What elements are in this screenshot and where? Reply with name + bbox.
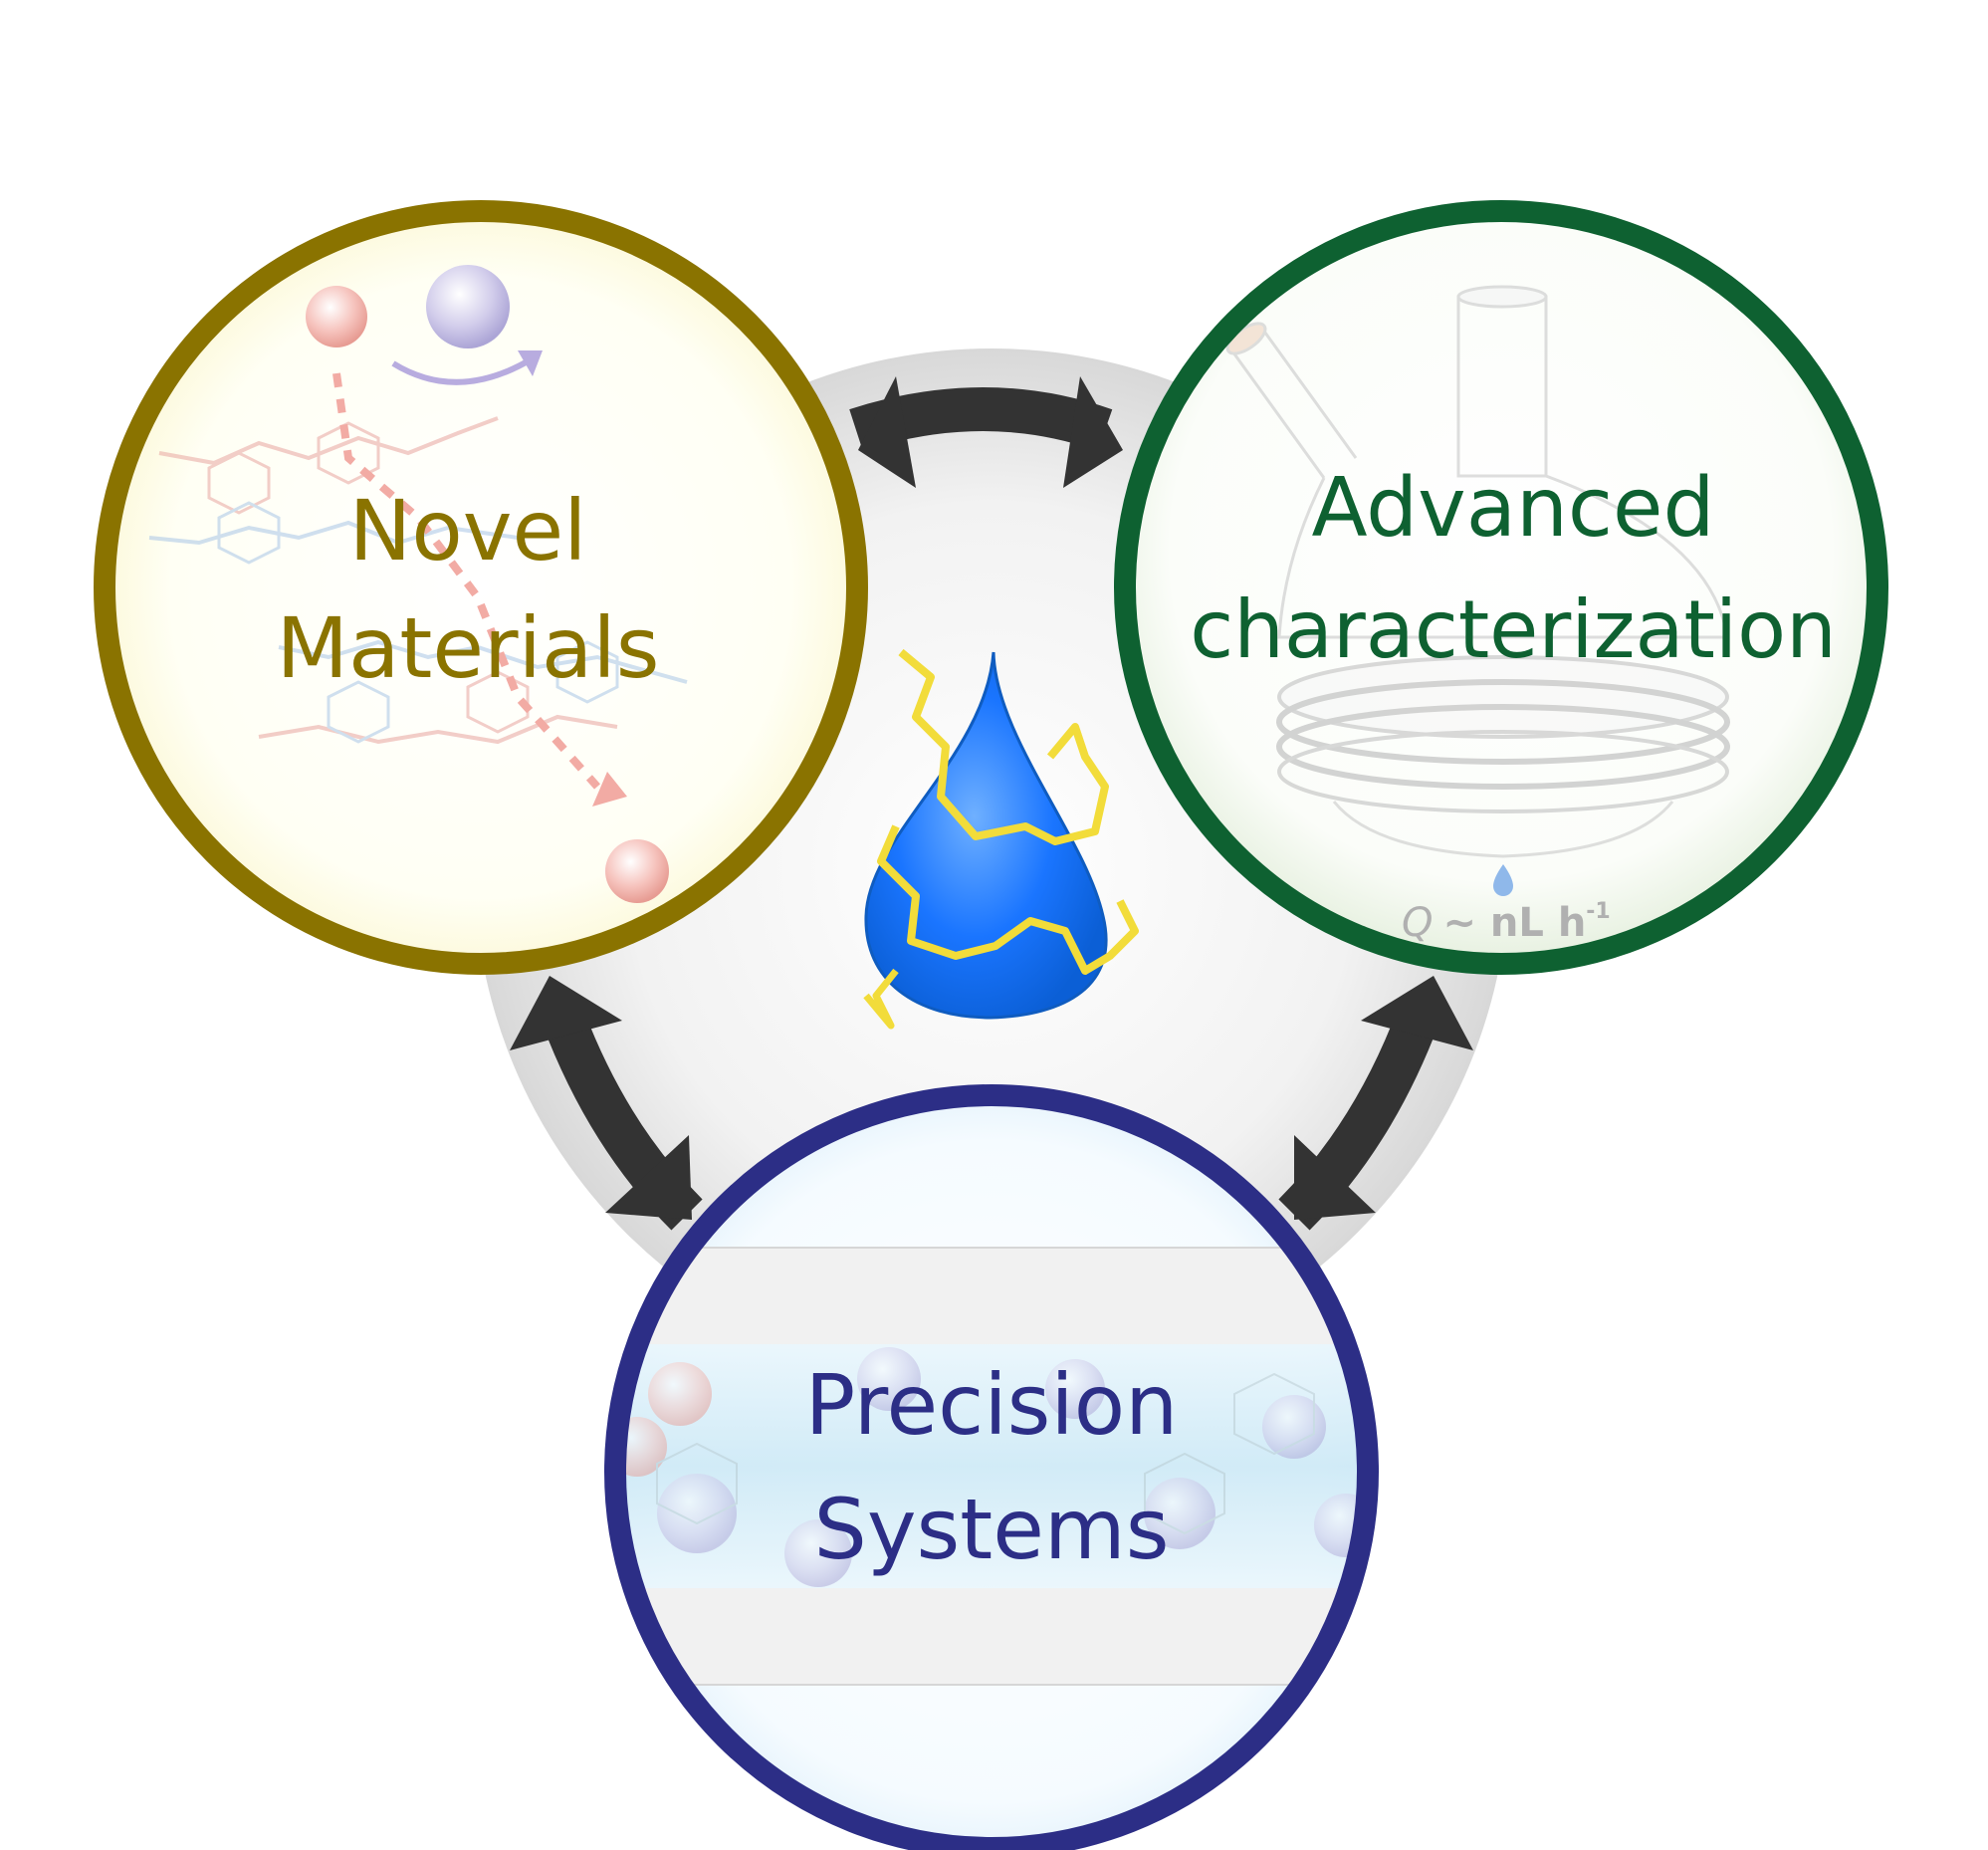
materials-label-line1: Novel <box>349 482 587 579</box>
characterization-label-line1: Advanced <box>1311 461 1714 556</box>
purple-particle <box>426 265 510 348</box>
arrow-materials-systems <box>510 976 703 1231</box>
polymer-chain-3 <box>863 968 899 1030</box>
molecule-illustration <box>148 416 688 745</box>
materials-circle-fill <box>105 211 857 964</box>
swap-arrowhead <box>518 350 543 376</box>
arrow-materials-characterization <box>849 376 1123 488</box>
systems-label-line1: Precision <box>805 1356 1179 1454</box>
pink-particle <box>306 286 367 347</box>
materials-circle-border <box>94 200 868 975</box>
systems-node: Precision Systems <box>604 1084 1379 1850</box>
characterization-circle-border <box>1114 200 1888 975</box>
flow-rate-value: ~ nL h <box>1442 900 1586 946</box>
systems-circle-border <box>604 1084 1379 1850</box>
flow-rate-text: Q~ nL h-1 <box>1402 899 1611 946</box>
materials-node: Novel Materials <box>94 200 868 975</box>
diffusion-arrowhead <box>592 772 627 807</box>
polymer-chain-2 <box>877 824 1139 975</box>
swap-arrow <box>391 355 535 385</box>
center-droplet-group <box>863 648 1139 1030</box>
characterization-label-line2: characterization <box>1190 583 1837 676</box>
systems-label-line2: Systems <box>814 1481 1170 1578</box>
flow-rate-exponent: -1 <box>1586 899 1610 924</box>
microchannel-illustration <box>615 1247 1368 1686</box>
materials-label-line2: Materials <box>276 599 659 697</box>
droplet-icon <box>1493 864 1513 896</box>
pink-particle-end <box>605 839 669 903</box>
arrow-characterization-systems <box>1278 976 1473 1231</box>
polymer-chain-1 <box>898 648 1109 845</box>
flask-illustration <box>1225 285 1730 858</box>
flow-rate-symbol: Q <box>1402 900 1433 946</box>
characterization-node: Q~ nL h-1 Advanced characterization <box>1114 200 1888 975</box>
